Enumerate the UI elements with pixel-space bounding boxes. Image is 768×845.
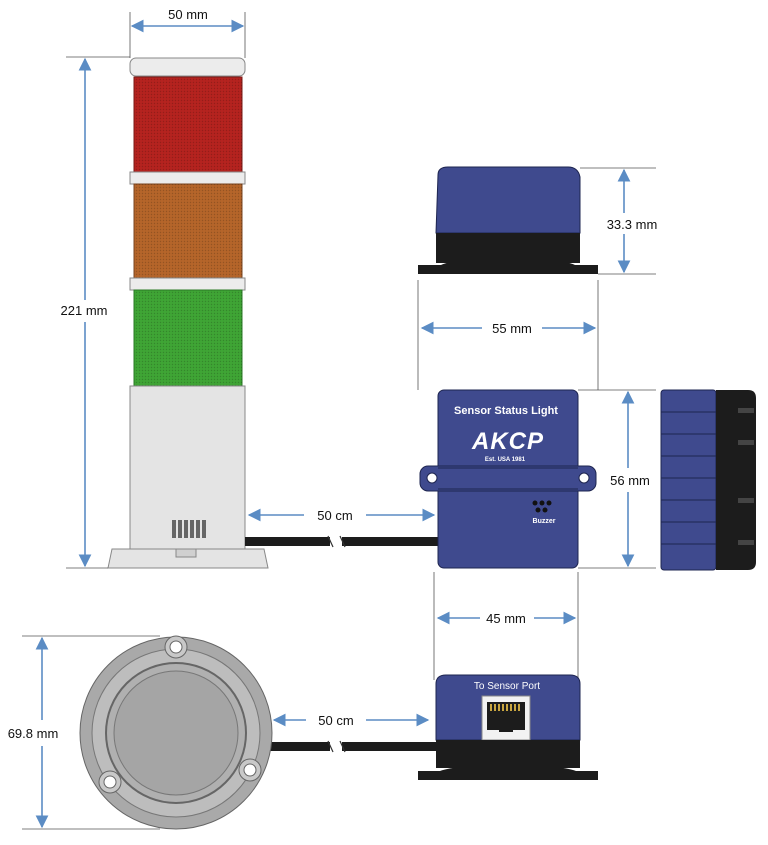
box-profile-view (660, 389, 756, 571)
port-label: To Sensor Port (474, 681, 540, 692)
box-height-front-label: 56 mm (610, 473, 650, 488)
mount-hole (98, 770, 122, 794)
device-title: Sensor Status Light (454, 405, 558, 417)
round-diameter-label: 69.8 mm (8, 726, 59, 741)
logo-tagline: Est. USA 1981 (485, 457, 526, 463)
tower-separator (129, 171, 246, 185)
round-light (79, 635, 273, 830)
rj45-port-icon (481, 695, 531, 741)
top-cable-label: 50 cm (317, 508, 352, 523)
box-width-bottom-label: 45 mm (486, 611, 526, 626)
tower-height-label: 221 mm (61, 303, 108, 318)
tower-light (107, 57, 269, 569)
bottom-cable-label: 50 cm (318, 713, 353, 728)
round-light-cable (270, 740, 438, 753)
buzzer-label: Buzzer (533, 518, 556, 525)
tower-width-label: 50 mm (168, 7, 208, 22)
tower-base (107, 548, 269, 569)
tower-cable (245, 535, 440, 548)
mount-hole (164, 635, 188, 659)
box-side-view (418, 166, 598, 274)
tower-vent (172, 520, 206, 538)
tower-cap (129, 57, 246, 77)
tower-separator (129, 277, 246, 291)
box-height-side-label: 33.3 mm (607, 217, 658, 232)
box-front-view: Sensor Status Light AKCP Est. USA 1981 B… (419, 389, 597, 569)
akcp-logo: AKCP (471, 428, 544, 455)
buzzer-icon (532, 500, 552, 513)
box-port-view: To Sensor Port (418, 674, 598, 780)
mount-hole (238, 758, 262, 782)
box-width-top-label: 55 mm (492, 321, 532, 336)
